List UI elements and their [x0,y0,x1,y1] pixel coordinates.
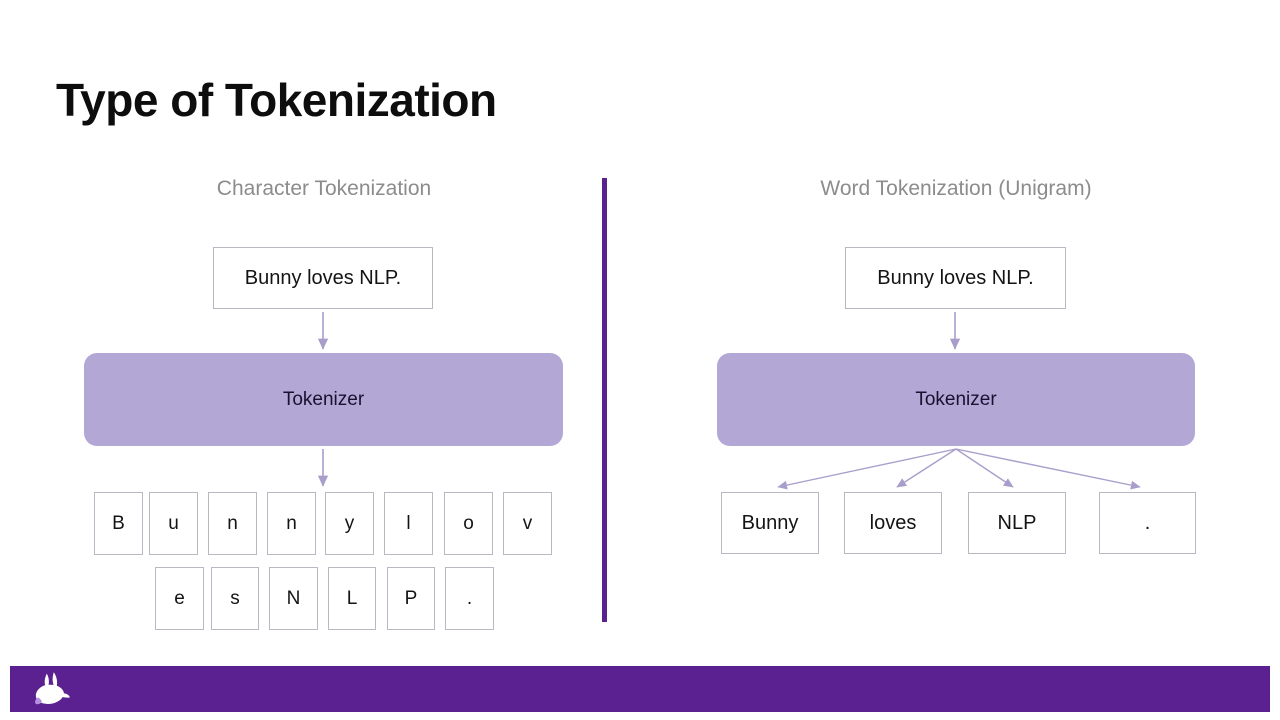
right-column-heading: Word Tokenization (Unigram) [820,177,1092,200]
arrow-right-tokenizer-to-token-4 [955,448,1141,490]
vertical-purple-divider [602,178,607,622]
arrow-right-tokenizer-to-token-1 [777,448,957,490]
left-tokenizer-box: Tokenizer [84,353,563,446]
arrow-right-tokenizer-to-token-2 [896,448,957,488]
char-token-box: . [445,567,494,630]
left-input-text-box: Bunny loves NLP. [213,247,433,309]
char-token-box: n [267,492,316,555]
word-token-box: loves [844,492,942,554]
char-token-box: n [208,492,257,555]
bunny-rabbit-logo-icon [35,672,70,705]
char-token-box: v [503,492,552,555]
char-token-box: e [155,567,204,630]
char-token-box: L [328,567,376,630]
right-input-text-box: Bunny loves NLP. [845,247,1066,309]
right-tokenizer-box: Tokenizer [717,353,1195,446]
char-token-box: l [384,492,433,555]
footer-bar [10,666,1270,712]
char-token-box: B [94,492,143,555]
char-token-box: y [325,492,374,555]
char-token-box: P [387,567,435,630]
word-token-box: . [1099,492,1196,554]
arrow-right-tokenizer-to-token-3 [955,448,1014,488]
word-token-box: Bunny [721,492,819,554]
char-token-box: u [149,492,198,555]
char-token-box: N [269,567,318,630]
char-token-box: s [211,567,259,630]
char-token-box: o [444,492,493,555]
page-title: Type of Tokenization [56,74,497,126]
left-column-heading: Character Tokenization [216,177,432,200]
word-token-box: NLP [968,492,1066,554]
